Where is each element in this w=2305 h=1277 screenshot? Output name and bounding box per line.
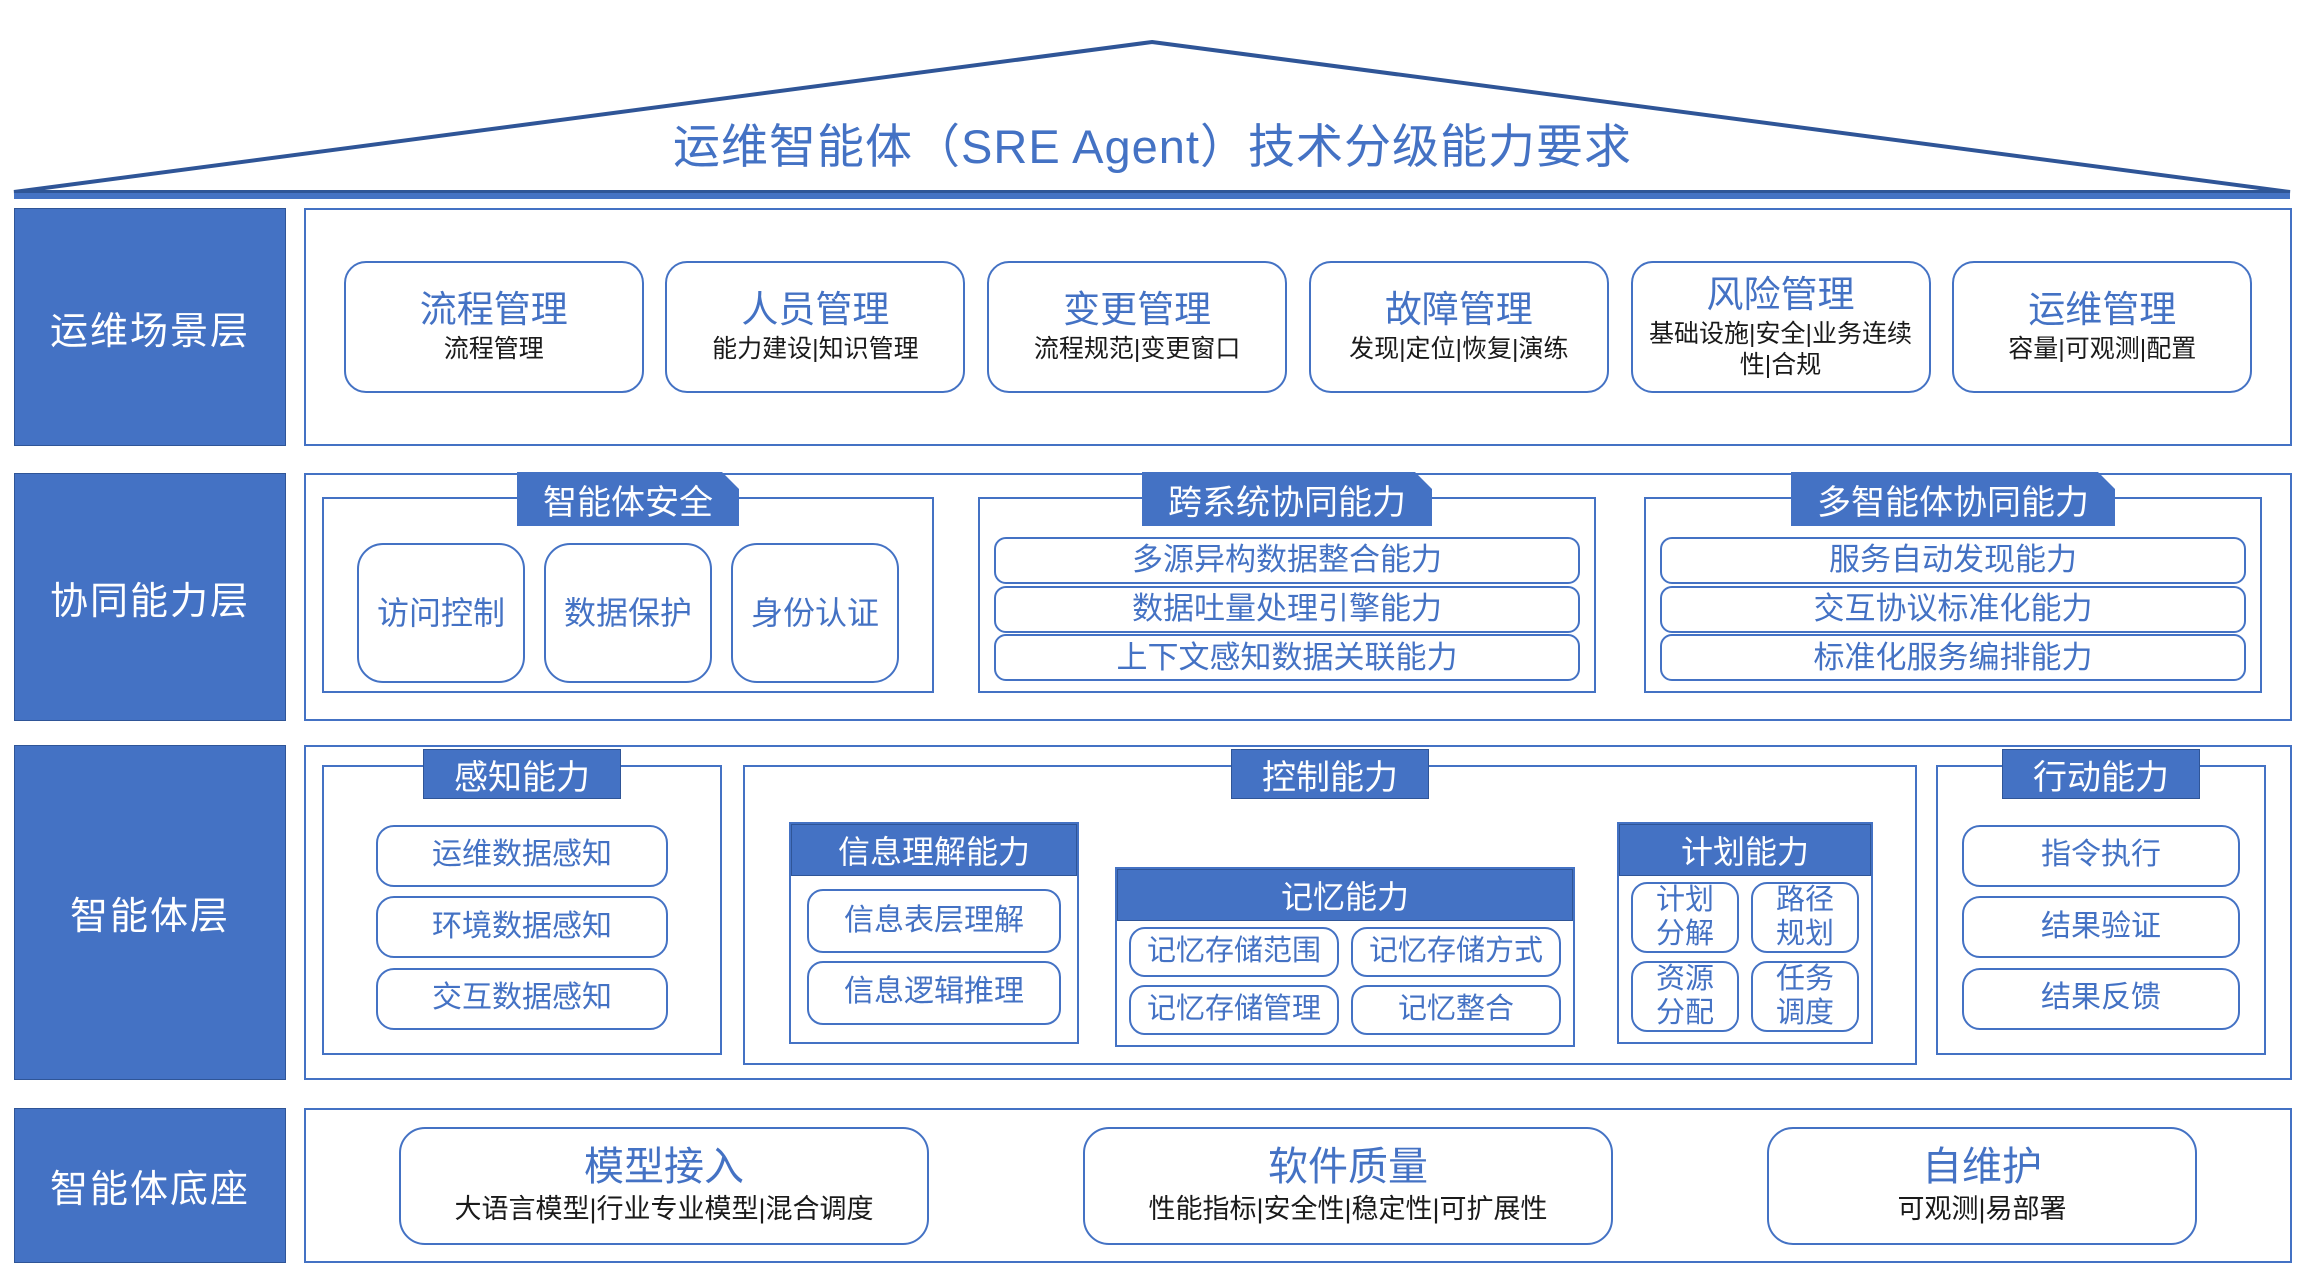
card-title: 模型接入 [584,1144,744,1189]
pill-surface-understanding[interactable]: 信息表层理解 [807,889,1061,954]
pill-service-discovery[interactable]: 服务自动发现能力 [1660,536,2246,584]
card-title: 人员管理 [741,289,890,331]
scene-card-risk[interactable]: 风险管理 基础设施|安全|业务连续性|合规 [1630,261,1931,393]
box-memory: 记忆能力 记忆存储范围 记忆存储方式 记忆存储管理 记忆整合 [1115,867,1575,1047]
card-title: 风险管理 [1706,273,1855,315]
layer-agent-label: 智能体层 [14,745,286,1080]
memory-items: 记忆存储范围 记忆存储方式 记忆存储管理 记忆整合 [1129,927,1561,1035]
pill-access-control[interactable]: 访问控制 [357,543,525,683]
group-perception: 感知能力 运维数据感知 环境数据感知 交互数据感知 [322,749,722,1055]
pill-memory-method[interactable]: 记忆存储方式 [1351,927,1561,977]
card-title: 故障管理 [1384,289,1533,331]
pill-ops-data-perception[interactable]: 运维数据感知 [376,824,668,887]
pill-identity-auth[interactable]: 身份认证 [731,543,899,683]
card-title: 自维护 [1922,1144,2042,1189]
layer-collab-label: 协同能力层 [14,473,286,721]
group-banner-perception: 感知能力 [423,749,621,799]
group-banner-control: 控制能力 [1231,749,1429,799]
card-subtitle: 发现|定位|恢复|演练 [1349,335,1569,364]
scene-card-change[interactable]: 变更管理 流程规范|变更窗口 [987,261,1288,393]
pill-resource-allocation[interactable]: 资源分配 [1631,961,1739,1032]
roof-header: 运维智能体（SRE Agent）技术分级能力要求 [0,0,2305,200]
card-subtitle: 能力建设|知识管理 [712,335,919,364]
group-banner-multi-agent: 多智能体协同能力 [1791,472,2115,526]
pill-multisource-integration[interactable]: 多源异构数据整合能力 [994,536,1580,584]
pill-data-protection[interactable]: 数据保护 [544,543,712,683]
pill-path-planning[interactable]: 路径规划 [1751,882,1859,953]
pill-memory-integration[interactable]: 记忆整合 [1351,985,1561,1035]
pill-context-aware-correlation[interactable]: 上下文感知数据关联能力 [994,634,1580,682]
base-card-software-quality[interactable]: 软件质量 性能指标|安全性|稳定性|可扩展性 [1083,1126,1613,1245]
card-title: 运维管理 [2028,289,2177,331]
layer-scene-body: 流程管理 流程管理 人员管理 能力建设|知识管理 变更管理 流程规范|变更窗口 … [304,208,2292,446]
pill-interaction-data-perception[interactable]: 交互数据感知 [376,967,668,1030]
group-banner-action: 行动能力 [2002,749,2200,799]
group-control: 控制能力 信息理解能力 信息表层理解 信息逻辑推理 记忆能力 记忆存储范围 记忆… [743,749,1917,1065]
pill-plan-decomposition[interactable]: 计划分解 [1631,882,1739,953]
group-agent-security: 智能体安全 访问控制 数据保护 身份认证 [322,497,934,693]
multi-agent-items: 服务自动发现能力 交互协议标准化能力 标准化服务编排能力 [1660,535,2246,683]
pill-throughput-engine[interactable]: 数据吐量处理引擎能力 [994,585,1580,633]
roof-triangle-icon [13,39,2291,199]
box-information-understanding: 信息理解能力 信息表层理解 信息逻辑推理 [789,822,1079,1044]
pill-memory-scope[interactable]: 记忆存储范围 [1129,927,1339,977]
layer-scene: 运维场景层 流程管理 流程管理 人员管理 能力建设|知识管理 变更管理 流程规范… [14,208,2292,446]
box-head-information-understanding: 信息理解能力 [791,824,1077,876]
layer-collab: 协同能力层 智能体安全 访问控制 数据保护 身份认证 跨系统协同能力 多源异构数… [14,473,2292,721]
pill-protocol-standardization[interactable]: 交互协议标准化能力 [1660,585,2246,633]
perception-items: 运维数据感知 环境数据感知 交互数据感知 [376,815,668,1039]
layer-collab-body: 智能体安全 访问控制 数据保护 身份认证 跨系统协同能力 多源异构数据整合能力 … [304,473,2292,721]
card-subtitle: 流程管理 [443,335,544,364]
pill-result-feedback[interactable]: 结果反馈 [1962,967,2240,1030]
box-head-memory: 记忆能力 [1117,869,1573,921]
base-card-model-access[interactable]: 模型接入 大语言模型|行业专业模型|混合调度 [399,1126,929,1245]
pill-task-scheduling[interactable]: 任务调度 [1751,961,1859,1032]
scene-card-row: 流程管理 流程管理 人员管理 能力建设|知识管理 变更管理 流程规范|变更窗口 … [306,210,2290,444]
card-subtitle: 大语言模型|行业专业模型|混合调度 [454,1194,874,1225]
layer-base-label: 智能体底座 [14,1108,286,1263]
pill-logical-reasoning[interactable]: 信息逻辑推理 [807,960,1061,1025]
scene-card-people[interactable]: 人员管理 能力建设|知识管理 [665,261,966,393]
pill-env-data-perception[interactable]: 环境数据感知 [376,896,668,958]
card-title: 变更管理 [1063,289,1212,331]
cross-system-items: 多源异构数据整合能力 数据吐量处理引擎能力 上下文感知数据关联能力 [994,535,1580,683]
scene-card-operations[interactable]: 运维管理 容量|可观测|配置 [1952,261,2253,393]
card-subtitle: 流程规范|变更窗口 [1033,335,1241,364]
card-subtitle: 性能指标|安全性|稳定性|可扩展性 [1148,1194,1548,1225]
layer-agent: 智能体层 感知能力 运维数据感知 环境数据感知 交互数据感知 控制能力 信息理解… [14,745,2292,1080]
action-items: 指令执行 结果验证 结果反馈 [1962,815,2240,1039]
card-title: 软件质量 [1268,1144,1428,1189]
agent-security-items: 访问控制 数据保护 身份认证 [324,543,932,685]
pill-service-orchestration[interactable]: 标准化服务编排能力 [1660,634,2246,682]
layer-base: 智能体底座 模型接入 大语言模型|行业专业模型|混合调度 软件质量 性能指标|安… [14,1108,2292,1263]
card-subtitle: 容量|可观测|配置 [2008,335,2197,364]
group-banner-agent-security: 智能体安全 [517,472,739,526]
card-title: 流程管理 [419,289,568,331]
scene-card-process[interactable]: 流程管理 流程管理 [343,261,644,393]
pill-memory-management[interactable]: 记忆存储管理 [1129,985,1339,1035]
box-planning: 计划能力 计划分解 路径规划 资源分配 任务调度 [1617,822,1873,1044]
group-cross-system: 跨系统协同能力 多源异构数据整合能力 数据吐量处理引擎能力 上下文感知数据关联能… [978,497,1596,693]
layer-scene-label: 运维场景层 [14,208,286,446]
information-understanding-items: 信息表层理解 信息逻辑推理 [807,882,1061,1032]
card-subtitle: 基础设施|安全|业务连续性|合规 [1649,320,1913,379]
pill-command-execution[interactable]: 指令执行 [1962,824,2240,887]
card-subtitle: 可观测|易部署 [1897,1194,2067,1225]
scene-card-incident[interactable]: 故障管理 发现|定位|恢复|演练 [1308,261,1609,393]
box-head-planning: 计划能力 [1619,824,1871,876]
pill-result-verification[interactable]: 结果验证 [1962,896,2240,958]
planning-items: 计划分解 路径规划 资源分配 任务调度 [1631,882,1859,1032]
layer-base-body: 模型接入 大语言模型|行业专业模型|混合调度 软件质量 性能指标|安全性|稳定性… [304,1108,2292,1263]
base-card-row: 模型接入 大语言模型|行业专业模型|混合调度 软件质量 性能指标|安全性|稳定性… [306,1110,2290,1261]
layer-agent-body: 感知能力 运维数据感知 环境数据感知 交互数据感知 控制能力 信息理解能力 信息… [304,745,2292,1080]
group-action: 行动能力 指令执行 结果验证 结果反馈 [1936,749,2266,1055]
base-card-self-maintenance[interactable]: 自维护 可观测|易部署 [1767,1126,2197,1245]
group-multi-agent: 多智能体协同能力 服务自动发现能力 交互协议标准化能力 标准化服务编排能力 [1644,497,2262,693]
group-banner-cross-system: 跨系统协同能力 [1142,472,1432,526]
page-title: 运维智能体（SRE Agent）技术分级能力要求 [673,120,1632,173]
